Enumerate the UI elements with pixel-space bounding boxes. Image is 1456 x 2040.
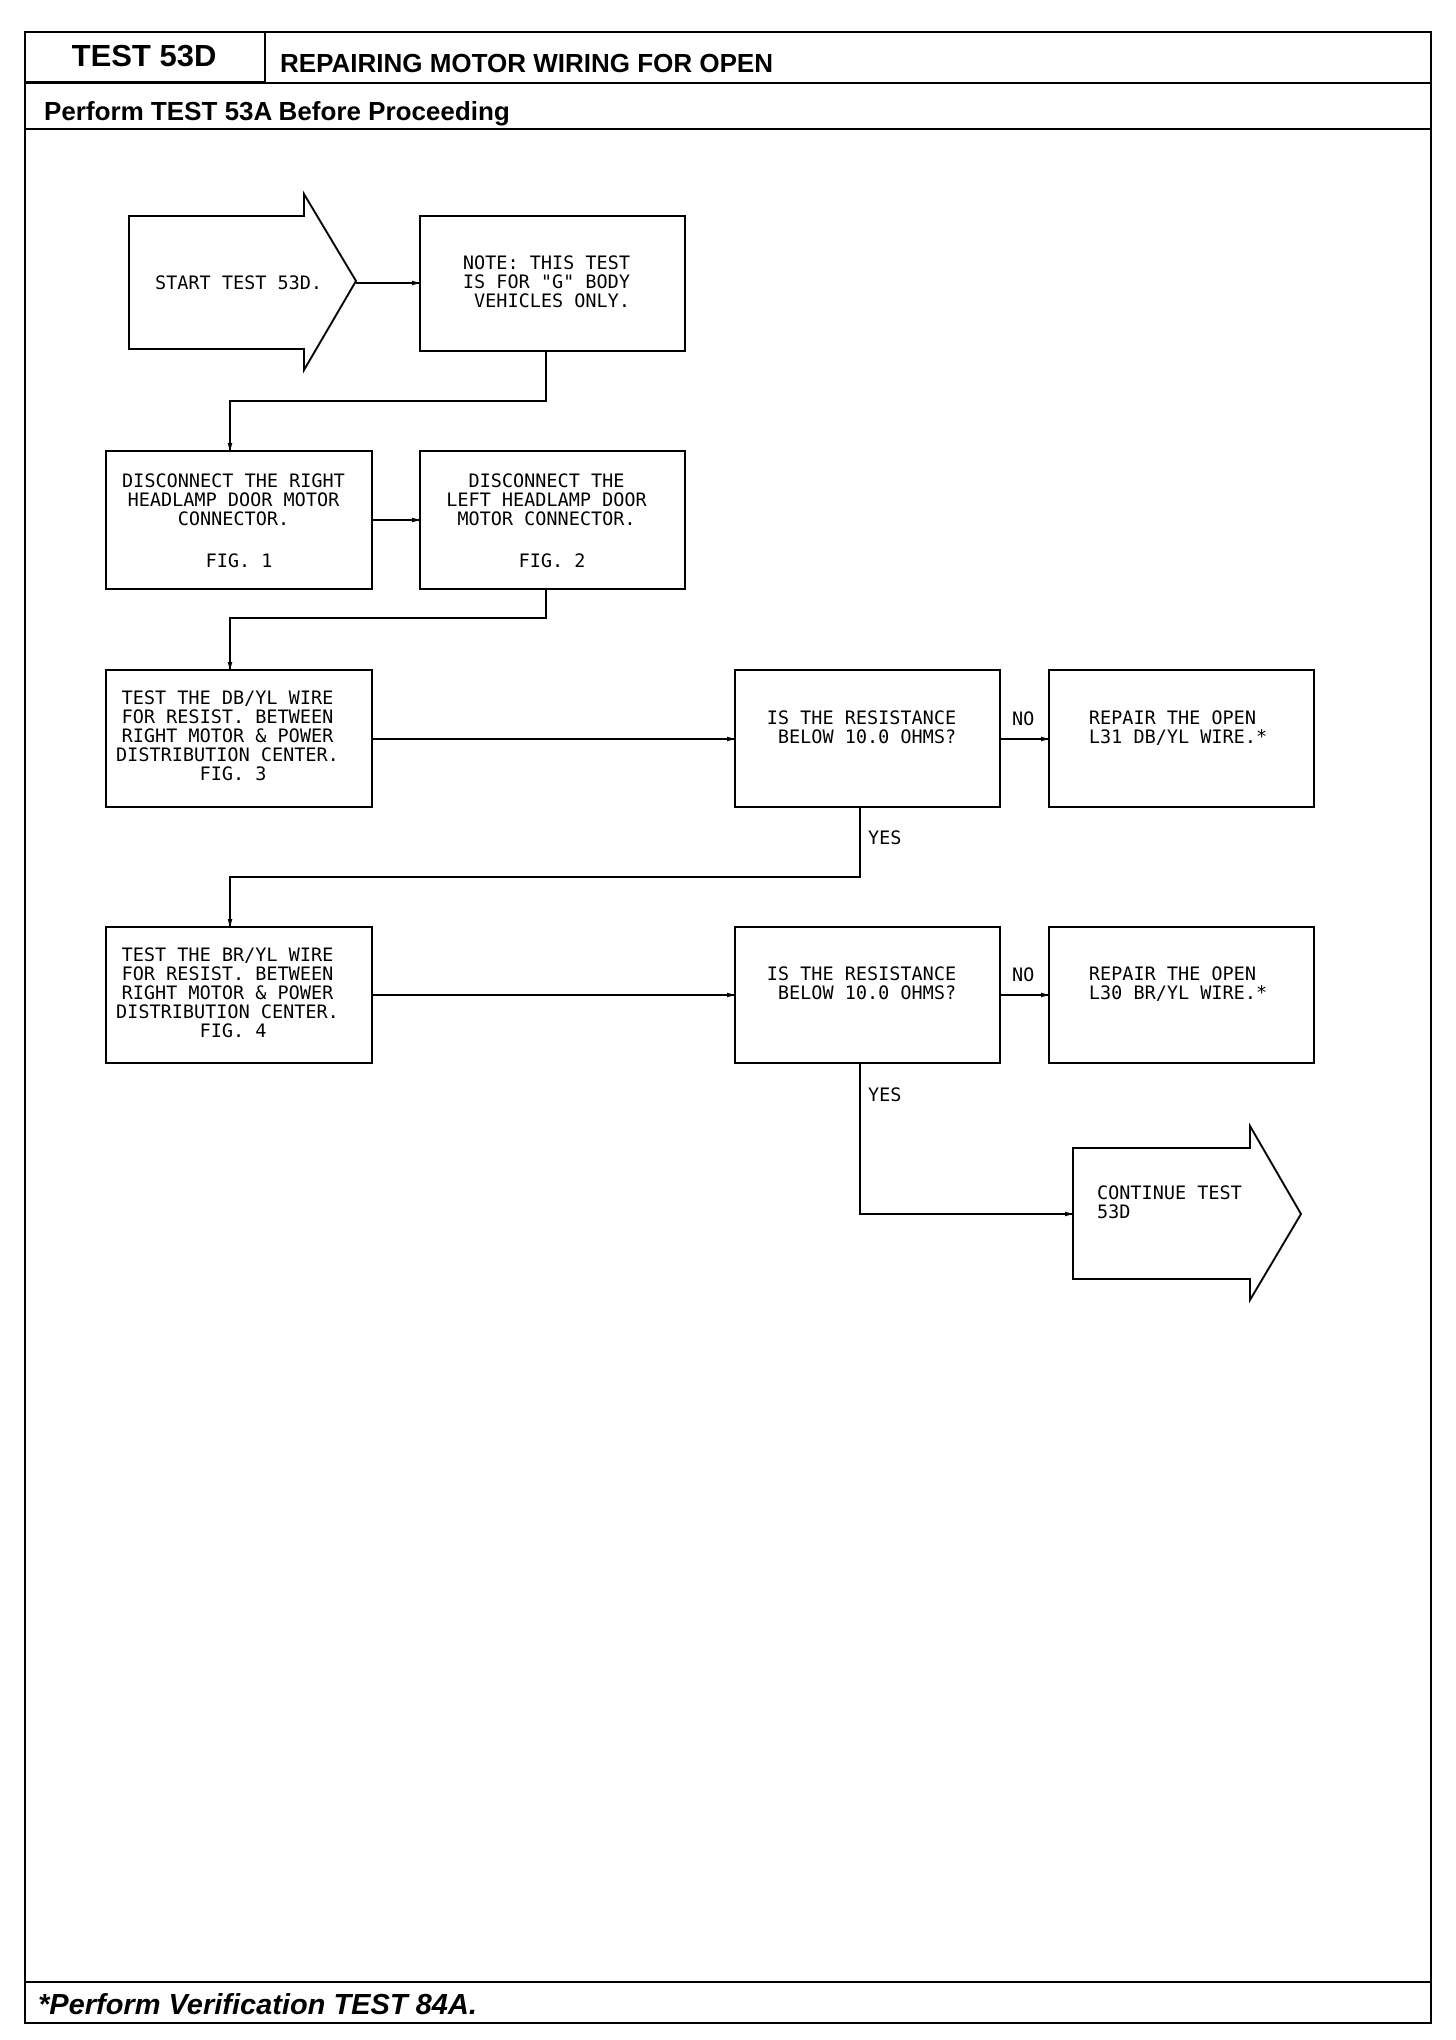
- note-text: NOTE: THIS TEST IS FOR "G" BODY VEHICLES…: [463, 253, 641, 312]
- page-frame: [24, 31, 1432, 2024]
- question2-text: IS THE RESISTANCE BELOW 10.0 OHMS?: [767, 964, 968, 1004]
- repair2-text: REPAIR THE OPEN L30 BR/YL WIRE.*: [1089, 964, 1267, 1004]
- connector-left-test-dbyl: [227, 589, 547, 670]
- test-bryl-text: TEST THE BR/YL WIRE FOR RESIST. BETWEEN …: [116, 945, 350, 1042]
- no-label-2: NO: [1012, 965, 1034, 986]
- footer-note: *Perform Verification TEST 84A.: [38, 1989, 477, 2021]
- yes-label-2: YES: [868, 1085, 901, 1106]
- header-divider: [24, 82, 1432, 84]
- test-dbyl-text: TEST THE DB/YL WIRE FOR RESIST. BETWEEN …: [116, 688, 350, 785]
- connector-note-disc-right: [227, 351, 547, 451]
- start-arrow-shape: [128, 190, 358, 374]
- page-title: REPAIRING MOTOR WIRING FOR OPEN: [280, 48, 774, 78]
- disconnect-left-text: DISCONNECT THE LEFT HEADLAMP DOOR MOTOR …: [446, 471, 658, 572]
- connector-question1-test-bryl: [227, 807, 861, 927]
- header-divider-lower: [24, 128, 1432, 130]
- start-text: START TEST 53D.: [155, 273, 322, 294]
- footer-divider: [24, 1981, 1432, 1983]
- continue-arrow-shape: [1072, 1122, 1303, 1304]
- repair1-text: REPAIR THE OPEN L31 DB/YL WIRE.*: [1089, 708, 1267, 748]
- no-label-1: NO: [1012, 709, 1034, 730]
- prerequisite-note: Perform TEST 53A Before Proceeding: [44, 96, 510, 126]
- question1-text: IS THE RESISTANCE BELOW 10.0 OHMS?: [767, 708, 968, 748]
- disconnect-right-text: DISCONNECT THE RIGHT HEADLAMP DOOR MOTOR…: [122, 471, 356, 572]
- yes-label-1: YES: [868, 828, 901, 849]
- continue-text: CONTINUE TEST 53D: [1097, 1183, 1253, 1223]
- connector-question2-continue: [859, 1063, 1073, 1217]
